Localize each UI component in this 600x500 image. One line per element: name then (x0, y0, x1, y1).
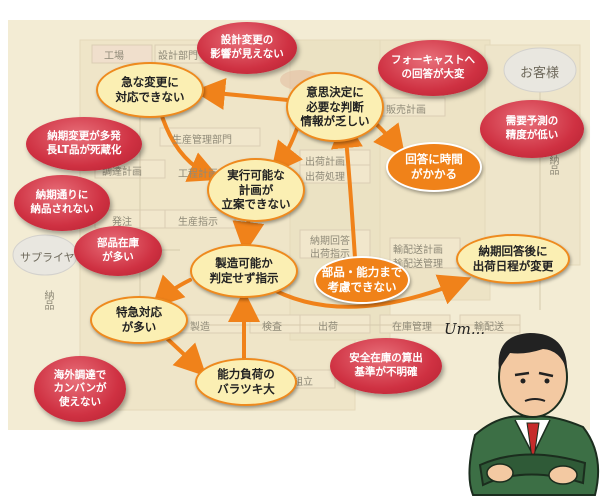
problem-demand-forecast: 需要予測の 精度が低い (480, 100, 584, 158)
node-parts-capacity: 部品・能力まで 考慮できない (314, 256, 410, 304)
node-urgent-change: 急な変更に 対応できない (96, 62, 204, 118)
bg-label-procurement-plan: 調達計画 (102, 167, 142, 178)
bg-label-order: 発注 (112, 217, 132, 228)
bg-label-customer: お客様 (520, 66, 560, 81)
problem-forecast: フォーキャストへ の回答が大変 (378, 40, 488, 96)
worried-man-illustration (468, 333, 600, 496)
node-judge-instruction: 製造可能か 判定せず指示 (190, 244, 298, 298)
bg-label-delivery-goods: 納品 (42, 290, 53, 310)
bg-label-process-plan: 工程計画 (178, 169, 218, 180)
problem-kanban: 海外調達で カンバンが 使えない (34, 356, 126, 422)
bg-label-shipping-processing: 出荷処理 (305, 172, 345, 183)
bg-label-delivery-goods-right: 納品 (547, 155, 558, 175)
bg-label-shipping-plan: 出荷計画 (305, 157, 345, 168)
node-schedule-change: 納期回答後に 出荷日程が変更 (456, 234, 570, 284)
bg-label-shipping-inst: 出荷指示 (310, 249, 350, 260)
arrow-judge-to-schedule (263, 274, 472, 309)
bg-label-factory: 工場 (104, 51, 124, 62)
bg-label-sales-plan: 販売計画 (386, 105, 426, 116)
bg-label-prod-instruction: 生産指示 (178, 217, 218, 228)
bg-label-inventory-mgmt: 在庫管理 (392, 322, 432, 333)
problem-parts-stock: 部品在庫 が多い (74, 226, 162, 276)
bg-label-inspection: 検査 (262, 322, 282, 333)
bg-label-design: 設計部門 (158, 51, 198, 62)
bg-label-shipping-reply: 納期回答 (310, 236, 350, 247)
problem-design-change: 設計変更の 影響が見えない (197, 22, 297, 74)
problem-long-lt: 納期変更が多発 長LT品が死蔵化 (26, 117, 142, 171)
bg-label-delivery: 輸配送 (474, 322, 504, 333)
bg-label-manufacturing: 製造 (190, 322, 210, 333)
problem-delivery-late: 納期通りに 納品されない (14, 175, 110, 231)
node-special-response: 特急対応 が多い (90, 296, 188, 344)
node-decision-info: 意思決定に 必要な判断 情報が乏しい (286, 72, 384, 142)
node-feasible-plan: 実行可能な 計画が 立案できない (207, 158, 305, 222)
character-exclamation: Um... (444, 320, 486, 338)
problem-safety-stock: 安全在庫の算出 基準が不明確 (330, 338, 442, 394)
arrow-urgent-to-plan (158, 108, 222, 182)
node-capacity-variance: 能力負荷の バラツキ大 (195, 358, 297, 406)
bg-label-delivery-mgmt: 輸配送管理 (393, 259, 443, 270)
bg-label-supplier: サプライヤ (20, 251, 75, 264)
bg-label-delivery-plan: 輸配送計画 (393, 245, 443, 256)
node-reply-time: 回答に時間 がかかる (386, 142, 482, 192)
bg-label-shipping: 出荷 (318, 322, 338, 333)
bg-label-final-assembly: 総組立 (283, 377, 313, 388)
arrow-decision-to-urgent (193, 77, 290, 110)
bg-label-prod-mgmt: 生産管理部門 (172, 135, 232, 146)
